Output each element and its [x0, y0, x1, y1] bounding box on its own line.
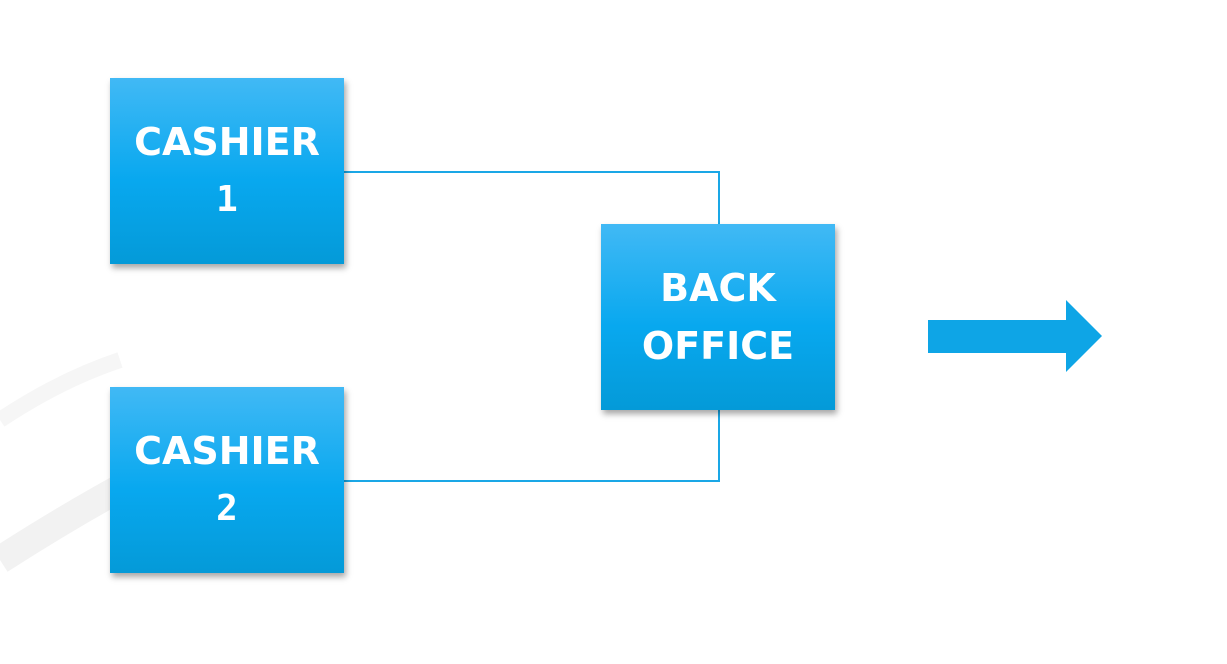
back-office-label-line2: OFFICE [641, 324, 795, 368]
connector-cashier2-to-back-office [344, 410, 720, 482]
cashier-2-label: CASHIER [134, 429, 320, 473]
cashier-1-label: CASHIER [134, 120, 320, 164]
right-arrow-icon [928, 300, 1102, 372]
connector-cashier1-to-back-office [344, 171, 720, 224]
cashier-1-box: CASHIER 1 [110, 78, 344, 264]
cashier-2-box: CASHIER 2 [110, 387, 344, 573]
cashier-1-number: 1 [216, 179, 238, 220]
back-office-label-line1: BACK [660, 266, 776, 310]
back-office-box: BACK OFFICE [601, 224, 835, 410]
cashier-2-number: 2 [216, 488, 238, 529]
